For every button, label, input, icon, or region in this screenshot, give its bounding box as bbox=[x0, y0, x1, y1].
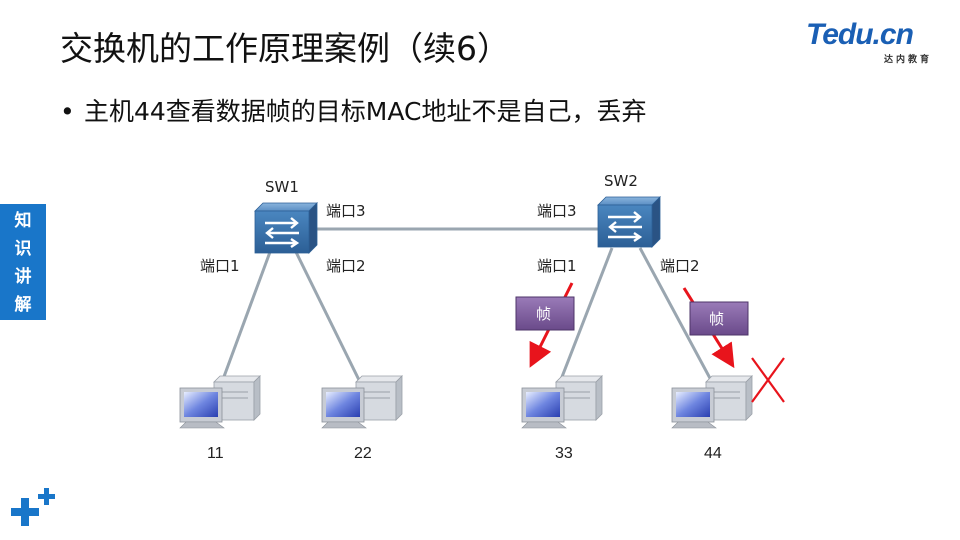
sw1-port1-label: 端口1 bbox=[200, 257, 240, 275]
sw1-port3-label: 端口3 bbox=[326, 202, 366, 220]
sw2-label: SW2 bbox=[604, 172, 638, 190]
frame-box-1: 帧 bbox=[515, 296, 575, 331]
sw2-port3-label: 端口3 bbox=[537, 202, 577, 220]
cable-sw1-host22 bbox=[294, 251, 362, 383]
host-44-label: 44 bbox=[704, 445, 722, 462]
host-44-icon bbox=[671, 375, 753, 429]
page-title: 交换机的工作原理案例（续6） bbox=[60, 29, 510, 68]
side-tab-char: 解 bbox=[14, 295, 32, 315]
red-x-icon bbox=[751, 357, 785, 403]
side-tab-char: 知 bbox=[14, 211, 32, 231]
host-22-icon bbox=[321, 375, 403, 429]
logo-subtitle: 达内教育 bbox=[883, 55, 932, 65]
switch-sw2-icon bbox=[597, 196, 661, 248]
cable-sw2-host44 bbox=[638, 247, 714, 383]
side-tab-char: 识 bbox=[14, 239, 32, 259]
plus-icon bbox=[11, 488, 55, 526]
host-11-icon bbox=[179, 375, 261, 429]
sw1-port2-label: 端口2 bbox=[326, 257, 366, 275]
sw2-port2-label: 端口2 bbox=[660, 257, 700, 275]
frame-box-2: 帧 bbox=[689, 301, 749, 336]
switch-sw1-icon bbox=[254, 202, 318, 254]
host-11-label: 11 bbox=[207, 445, 224, 462]
sw2-port1-label: 端口1 bbox=[537, 257, 577, 275]
bullet-dot-icon: • bbox=[60, 97, 75, 126]
frame-1-label: 帧 bbox=[536, 305, 551, 323]
cable-sw2-host33 bbox=[558, 247, 614, 383]
frame-2-label: 帧 bbox=[709, 310, 724, 328]
host-33-icon bbox=[521, 375, 603, 429]
bullet-text: 主机44查看数据帧的目标MAC地址不是自己，丢弃 bbox=[84, 97, 647, 126]
host-33-label: 33 bbox=[555, 445, 573, 462]
host-22-label: 22 bbox=[354, 445, 372, 462]
tedu-logo: Tedu.cn 达内教育 bbox=[806, 18, 936, 70]
side-tab-knowledge: 知 识 讲 解 bbox=[0, 204, 46, 320]
cables bbox=[220, 227, 714, 383]
bullet-point: • 主机44查看数据帧的目标MAC地址不是自己，丢弃 bbox=[60, 92, 647, 128]
logo-text: Tedu.cn bbox=[806, 18, 914, 51]
sw1-label: SW1 bbox=[265, 178, 299, 196]
side-tab-char: 讲 bbox=[14, 267, 32, 287]
cable-sw1-host11 bbox=[220, 251, 272, 383]
